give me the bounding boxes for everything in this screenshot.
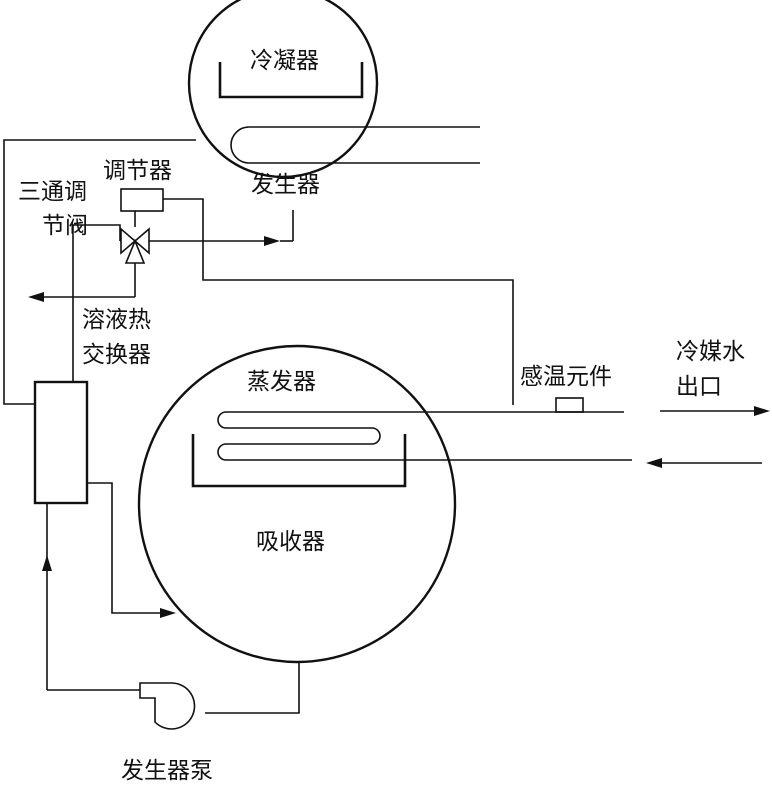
chilled-water-in-arrow <box>646 458 662 468</box>
valve-to-generator-arrow <box>264 236 280 246</box>
exchanger-to-absorber-arrow <box>160 608 176 618</box>
generator-pump <box>139 682 196 730</box>
temp-sensor-element <box>555 397 584 413</box>
heat-exchanger-body <box>33 380 89 505</box>
bypass-line <box>72 224 121 382</box>
valve-right-triangle <box>133 227 150 255</box>
exchanger-to-absorber-line <box>87 482 162 614</box>
three-way-valve-label-line1: 三通调 <box>18 179 87 205</box>
chilled-water-label-line1: 冷媒水 <box>676 339 745 365</box>
absorber-label: 吸收器 <box>256 529 325 555</box>
condenser-label: 冷凝器 <box>250 48 319 74</box>
generator-tube-coil <box>230 126 480 164</box>
condenser-tray <box>218 62 364 99</box>
generator-return-line <box>3 139 196 405</box>
regulator-box <box>120 188 164 212</box>
heat-exchanger-label-line2: 交换器 <box>82 342 151 368</box>
bypass-outflow-arrow <box>28 292 44 302</box>
regulator-label: 调节器 <box>103 158 172 184</box>
upper-shell <box>187 0 379 179</box>
evaporator-coil <box>217 411 632 461</box>
pump-to-exchanger-arrow <box>42 555 52 571</box>
generator-label: 发生器 <box>251 172 320 198</box>
sensor-signal-line <box>163 198 514 405</box>
absorber-to-pump-line <box>205 662 300 714</box>
three-way-valve-label-line2: 节阀 <box>42 213 88 239</box>
valve-bottom-triangle <box>124 238 146 264</box>
evaporator-label: 蒸发器 <box>247 369 316 395</box>
generator-pump-label: 发生器泵 <box>121 758 213 784</box>
temp-sensor-label: 感温元件 <box>520 364 612 390</box>
chilled-water-out-arrow <box>754 406 770 416</box>
lower-shell <box>137 344 457 664</box>
valve-left-triangle <box>120 227 137 255</box>
heat-exchanger-label-line1: 溶液热 <box>82 307 151 333</box>
chilled-water-label-line2: 出口 <box>676 374 722 400</box>
